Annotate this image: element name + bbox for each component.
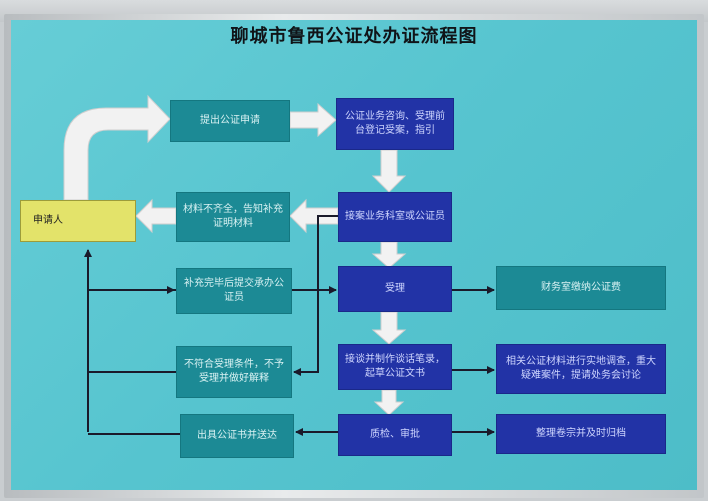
interview-box: 接谈并制作谈话笔录，起草公证文书 bbox=[338, 344, 452, 390]
issue-deliver-box: 出具公证书并送达 bbox=[180, 414, 294, 458]
flowchart-title: 聊城市鲁西公证处办证流程图 bbox=[230, 26, 478, 47]
supplement-submit-box: 补充完毕后提交承办公证员 bbox=[176, 268, 292, 314]
white-arrow-reception-to-dept bbox=[371, 149, 407, 193]
curved-white-arrow bbox=[63, 94, 171, 201]
white-arrow-interview-to-review bbox=[373, 389, 405, 416]
archive-box: 整理卷宗并及时归档 bbox=[496, 414, 666, 454]
applicant-box: 申请人 bbox=[20, 200, 136, 242]
white-arrow-accept-to-interview bbox=[371, 311, 407, 345]
review-approve-box: 质检、审批 bbox=[338, 414, 452, 456]
incomplete-materials-box: 材料不齐全，告知补充证明材料 bbox=[176, 192, 290, 242]
white-arrow-dept-to-accept bbox=[371, 241, 407, 269]
white-arrow-dept-to-incomplete bbox=[289, 198, 339, 234]
investigation-box: 相关公证材料进行实地调查，重大疑难案件，提请处务会讨论 bbox=[496, 344, 666, 394]
white-arrow-incomplete-to-applicant bbox=[135, 198, 177, 234]
submit-application-box: 提出公证申请 bbox=[170, 100, 290, 142]
accept-box: 受理 bbox=[338, 266, 452, 312]
not-eligible-box: 不符合受理条件，不予受理并做好解释 bbox=[176, 346, 292, 398]
reception-box: 公证业务咨询、受理前台登记受案，指引 bbox=[336, 98, 454, 150]
finance-fee-box: 财务室缴纳公证费 bbox=[496, 266, 666, 310]
white-arrow-submit-to-reception bbox=[289, 102, 337, 138]
dept-assignment-box: 接案业务科室或公证员 bbox=[338, 192, 452, 242]
line-dept-down bbox=[293, 215, 338, 376]
